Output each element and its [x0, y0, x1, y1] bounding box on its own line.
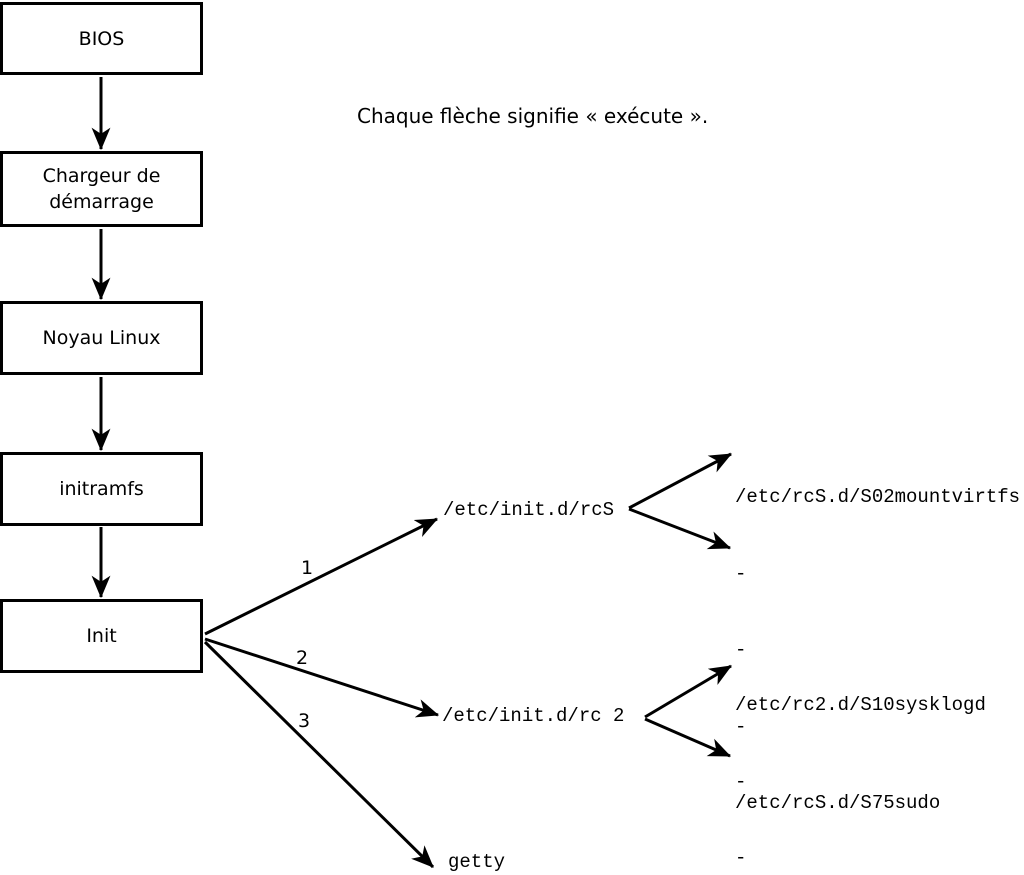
ellipsis-dash: - [735, 715, 747, 738]
node-kernel-label: Noyau Linux [42, 327, 161, 349]
node-initramfs: initramfs [0, 452, 203, 526]
rc2-scripts-column: /etc/rc2.d/S10sysklogd - - - /etc/rc2.d/… [735, 642, 986, 875]
target-rcS-script: /etc/init.d/rcS [443, 499, 615, 521]
edge-label-3: 3 [298, 710, 311, 732]
node-bootloader: Chargeur de démarrage [0, 151, 203, 227]
ellipsis-dash: - [735, 639, 747, 661]
node-init: Init [0, 599, 203, 673]
arrow-init-to-rcS [204, 517, 439, 636]
node-init-label: Init [86, 625, 117, 647]
arrow-init-to-getty [203, 640, 435, 869]
edge-label-1: 1 [301, 557, 314, 579]
arrow-rc2-to-S99gdm [644, 717, 732, 758]
node-initramfs-label: initramfs [59, 478, 144, 500]
rcS-script-item: /etc/rcS.d/S75sudo [735, 792, 941, 814]
arrow-rcS-to-S75sudo [628, 507, 732, 550]
target-getty: getty [448, 851, 506, 873]
node-bios-label: BIOS [78, 27, 125, 50]
node-kernel: Noyau Linux [0, 301, 203, 375]
ellipsis-dash: - [735, 770, 747, 793]
ellipsis-dash: - [735, 847, 747, 869]
arrow-rcS-to-S02mountvirtfs [628, 452, 732, 510]
diagram-caption: Chaque flèche signifie « exécute ». [357, 104, 709, 128]
edge-label-2: 2 [296, 647, 309, 669]
ellipsis-dash: - [735, 562, 747, 585]
arrow-init-to-rc2 [204, 637, 440, 718]
node-bios: BIOS [0, 2, 203, 75]
rc2-script-item: /etc/rc2.d/S10sysklogd [735, 694, 986, 716]
rcS-script-item: /etc/rcS.d/S02mountvirtfs [735, 486, 1021, 508]
rcS-scripts-column: /etc/rcS.d/S02mountvirtfs - - - /etc/rcS… [735, 434, 1020, 868]
target-rc2-script: /etc/init.d/rc 2 [442, 705, 625, 727]
node-bootloader-label: Chargeur de démarrage [42, 165, 161, 213]
arrow-rc2-to-S10sysklogd [644, 664, 732, 719]
